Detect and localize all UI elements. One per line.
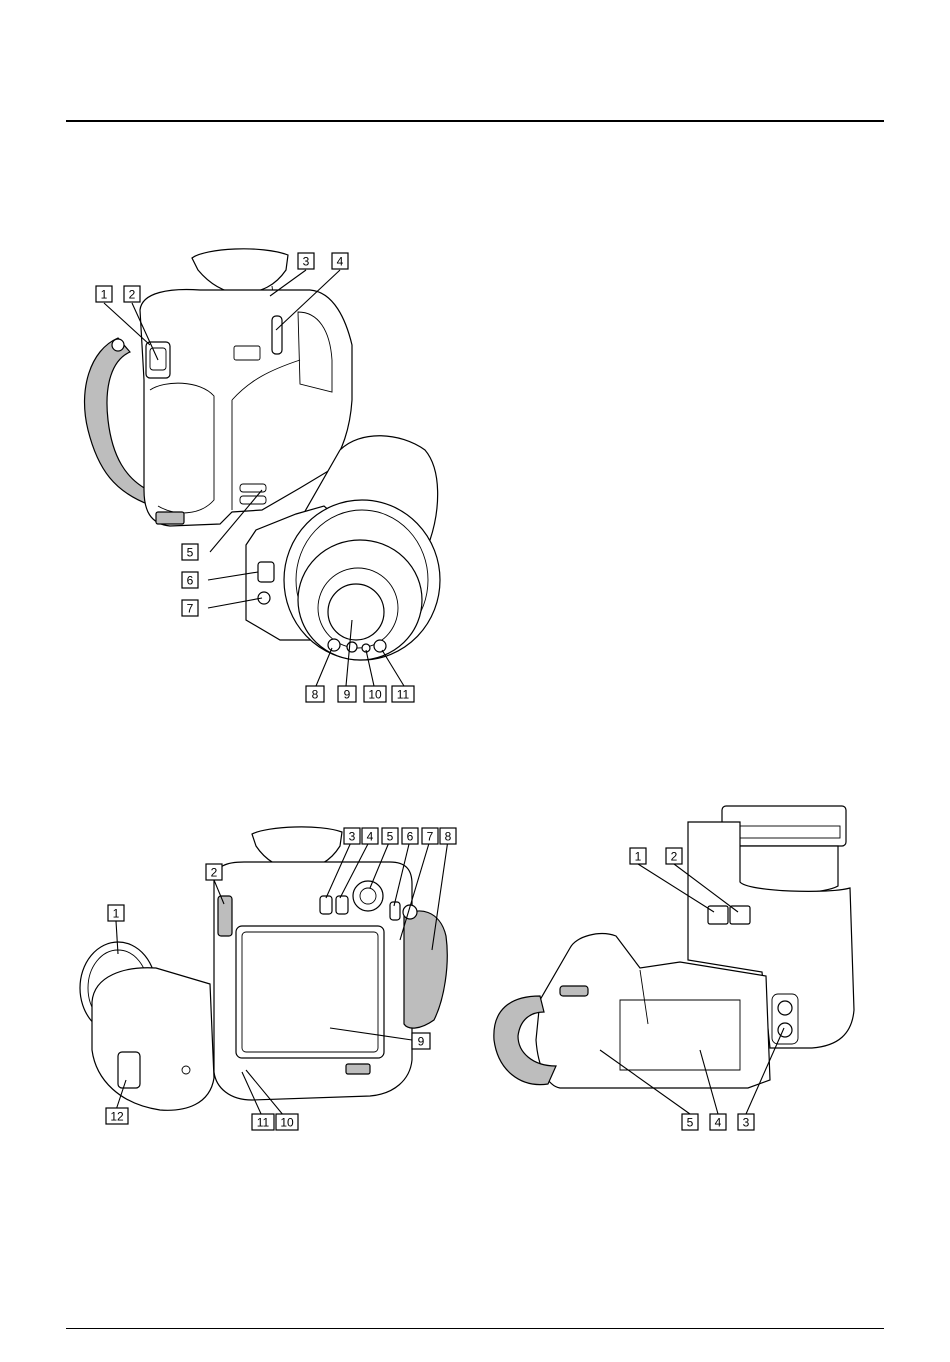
callout-label: 10 [280, 1116, 294, 1130]
callout-label: 11 [397, 688, 410, 702]
callout-rear-1: 1 [108, 905, 124, 921]
callout-rear-2: 2 [206, 864, 222, 880]
callout-label: 3 [303, 255, 310, 269]
callout-label: 4 [337, 255, 344, 269]
tripod-mount [778, 1001, 792, 1015]
callout-label: 5 [387, 830, 394, 844]
callout-front-5: 5 [182, 544, 198, 560]
callout-side-5: 5 [682, 1114, 698, 1130]
callout-rear-5: 5 [382, 828, 398, 844]
lens-barrel-rear [92, 968, 214, 1111]
callout-front-2: 2 [124, 286, 140, 302]
callout-rear-8: 8 [440, 828, 456, 844]
hand-strap-rear [404, 911, 447, 1028]
speaker-grille [218, 896, 232, 936]
callout-rear-3: 3 [344, 828, 360, 844]
callout-label: 10 [368, 688, 382, 702]
callout-front-10: 10 [364, 686, 386, 702]
callout-label: 1 [113, 907, 120, 921]
callout-label: 2 [129, 288, 136, 302]
callout-side-3: 3 [738, 1114, 754, 1130]
callout-label: 7 [427, 830, 434, 844]
callout-rear-7: 7 [422, 828, 438, 844]
callout-front-8: 8 [306, 686, 324, 702]
callout-label: 12 [110, 1110, 124, 1124]
touch-screen [236, 926, 384, 1058]
illuminator-lamp [258, 562, 274, 582]
focus-button [272, 316, 282, 354]
callout-rear-11: 11 [252, 1114, 274, 1130]
callout-label: 7 [187, 602, 194, 616]
callout-side-2: 2 [666, 848, 682, 864]
callout-rear-9: 9 [412, 1033, 430, 1049]
callout-label: 4 [715, 1116, 722, 1130]
callout-front-9: 9 [338, 686, 356, 702]
callout-rear-10: 10 [276, 1114, 298, 1130]
joystick [353, 881, 383, 911]
callout-rear-6: 6 [402, 828, 418, 844]
callout-label: 2 [671, 850, 678, 864]
hand-strap [85, 338, 152, 505]
callout-front-6: 6 [182, 572, 198, 588]
callout-label: 8 [312, 688, 319, 702]
callout-label: 5 [187, 546, 194, 560]
callout-rear-12: 12 [106, 1108, 128, 1124]
callout-label: 6 [407, 830, 414, 844]
callout-label: 1 [101, 288, 108, 302]
viewfinder-eyecup [192, 249, 288, 294]
ir-lens [328, 584, 384, 640]
callout-front-11: 11 [392, 686, 414, 702]
callout-label: 5 [687, 1116, 694, 1130]
callout-label: 3 [743, 1116, 750, 1130]
callout-label: 8 [445, 830, 452, 844]
callout-front-1: 1 [96, 286, 112, 302]
callout-side-4: 4 [710, 1114, 726, 1130]
callout-side-1: 1 [630, 848, 646, 864]
callout-front-7: 7 [182, 600, 198, 616]
callout-label: 2 [211, 866, 218, 880]
callout-label: 9 [344, 688, 351, 702]
callout-label: 4 [367, 830, 374, 844]
callout-front-4: 4 [332, 253, 348, 269]
callout-rear-4: 4 [362, 828, 378, 844]
callout-label: 3 [349, 830, 356, 844]
front-view-figure [85, 249, 440, 660]
callout-label: 6 [187, 574, 194, 588]
callout-label: 1 [635, 850, 642, 864]
lens-release [118, 1052, 140, 1088]
callout-label: 9 [418, 1035, 425, 1049]
callout-front-3: 3 [298, 253, 314, 269]
callout-label: 11 [257, 1116, 270, 1130]
rear-view-figure [80, 827, 447, 1110]
strap-ring [112, 339, 124, 351]
